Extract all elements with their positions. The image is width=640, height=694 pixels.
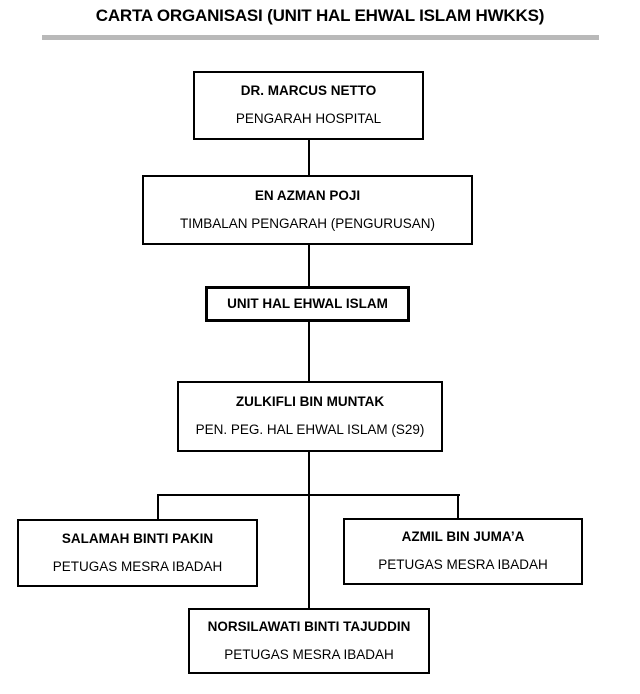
node-role: TIMBALAN PENGARAH (PENGURUSAN) (179, 215, 436, 231)
node-name: ZULKIFLI BIN MUNTAK (235, 394, 385, 410)
org-node-staff-center: NORSILAWATI BINTI TAJUDDIN PETUGAS MESRA… (188, 608, 430, 674)
connector-deputy-unit (308, 245, 310, 286)
org-node-staff-right: AZMIL BIN JUMA’A PETUGAS MESRA IBADAH (343, 518, 583, 585)
connector-unit-officer (308, 320, 310, 381)
node-name: EN AZMAN POJI (254, 187, 361, 203)
node-name: DR. MARCUS NETTO (240, 83, 377, 99)
org-node-deputy-director: EN AZMAN POJI TIMBALAN PENGARAH (PENGURU… (142, 175, 473, 245)
node-role: PETUGAS MESRA IBADAH (378, 557, 548, 572)
connector-branch-right-drop (457, 494, 459, 519)
node-name: NORSILAWATI BINTI TAJUDDIN (207, 618, 411, 634)
org-node-unit: UNIT HAL EHWAL ISLAM (205, 286, 410, 322)
node-name: UNIT HAL EHWAL ISLAM (227, 295, 388, 311)
org-node-staff-left: SALAMAH BINTI PAKIN PETUGAS MESRA IBADAH (17, 519, 258, 587)
connector-branch-left-drop (157, 494, 159, 520)
chart-title: CARTA ORGANISASI (UNIT HAL EHWAL ISLAM H… (95, 6, 545, 25)
node-name: SALAMAH BINTI PAKIN (61, 530, 214, 546)
node-role: PENGARAH HOSPITAL (235, 111, 382, 126)
title-underline (42, 35, 599, 40)
node-role: PEN. PEG. HAL EHWAL ISLAM (S29) (195, 422, 425, 437)
connector-director-deputy (308, 140, 310, 175)
node-role: PETUGAS MESRA IBADAH (224, 646, 394, 662)
org-node-officer: ZULKIFLI BIN MUNTAK PEN. PEG. HAL EHWAL … (177, 381, 443, 452)
node-role: PETUGAS MESRA IBADAH (52, 558, 223, 574)
connector-branch-horizontal (157, 494, 460, 496)
node-name: AZMIL BIN JUMA’A (401, 529, 525, 545)
org-node-director: DR. MARCUS NETTO PENGARAH HOSPITAL (193, 71, 424, 140)
connector-officer-staff-center (308, 452, 310, 608)
